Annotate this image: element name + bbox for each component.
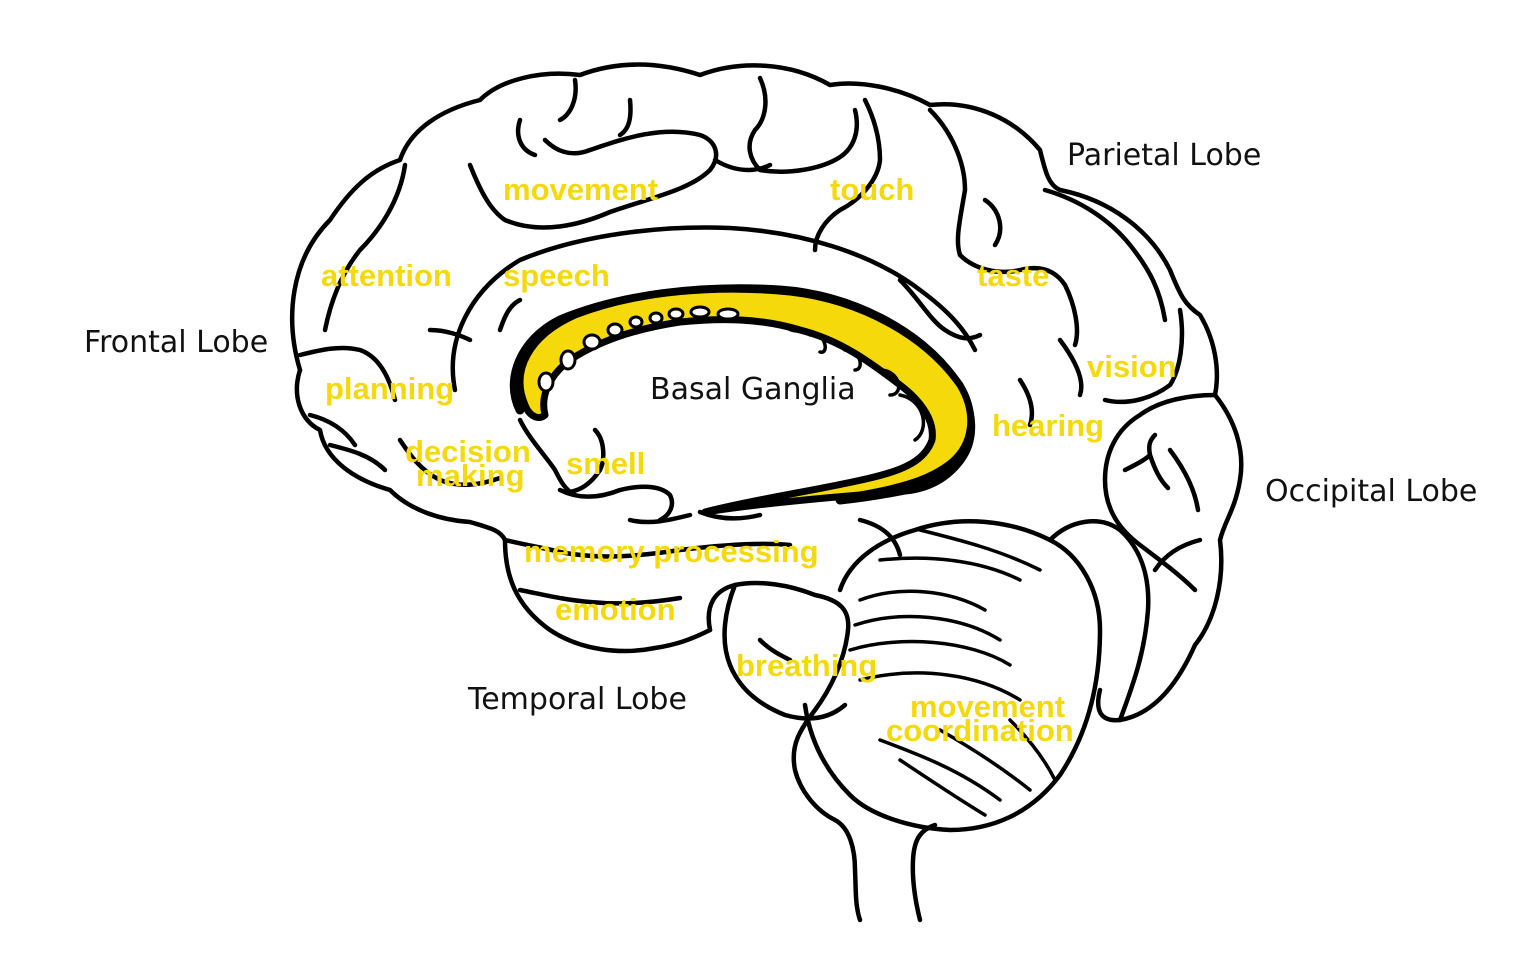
label-making: making xyxy=(416,458,525,493)
parietal-lobe-label: Parietal Lobe xyxy=(1067,138,1261,173)
frontal-lobe-label: Frontal Lobe xyxy=(84,325,268,360)
label-breathing: breathing xyxy=(736,648,877,683)
cerebellum-folia xyxy=(848,528,1057,817)
label-emotion: emotion xyxy=(555,592,676,627)
pons-outline xyxy=(722,582,848,721)
label-smell: smell xyxy=(566,446,645,481)
occipital-bottom xyxy=(1047,519,1151,723)
gyri-occipital xyxy=(1017,307,1218,593)
label-decision: decision xyxy=(405,434,531,469)
label-vision: vision xyxy=(1087,349,1177,384)
basal-ganglia-shape xyxy=(516,285,975,516)
label-movement-coord-2: coordination xyxy=(886,713,1074,748)
label-taste: taste xyxy=(977,258,1049,293)
temporal-lobe-label: Temporal Lobe xyxy=(467,682,687,717)
basal-ganglia-label: Basal Ganglia xyxy=(650,372,856,407)
occipital-lobe-label: Occipital Lobe xyxy=(1265,474,1477,509)
gyri-frontal-lower xyxy=(297,297,606,498)
label-movement: movement xyxy=(503,172,658,207)
cerebrum-outline xyxy=(290,62,1244,723)
frontal-bottom-outline xyxy=(294,367,713,654)
gyri-upper xyxy=(322,75,883,333)
label-movement-coord-1: movement xyxy=(910,689,1065,724)
label-touch: touch xyxy=(830,172,914,207)
label-attention: attention xyxy=(321,258,452,293)
basal-ganglia-inner-curls xyxy=(758,319,926,442)
label-memory-processing: memory processing xyxy=(524,534,819,569)
brainstem xyxy=(706,580,938,923)
cerebellum-outline xyxy=(802,519,1103,833)
label-speech: speech xyxy=(503,258,610,293)
basal-ganglia-dots xyxy=(537,305,740,393)
gyri-temporal xyxy=(502,484,903,606)
cingulate-gyrus xyxy=(450,225,978,393)
label-hearing: hearing xyxy=(992,408,1104,443)
gyri-parietal xyxy=(897,107,1168,348)
label-planning: planning xyxy=(325,371,454,406)
